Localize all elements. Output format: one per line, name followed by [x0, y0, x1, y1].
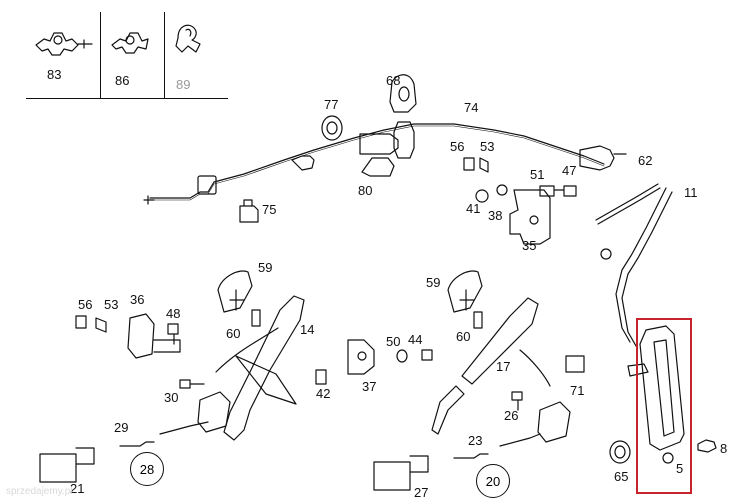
part-label-27: 27 — [414, 485, 429, 500]
inset-label-89: 89 — [176, 77, 191, 92]
part-label-59-right: 59 — [426, 275, 441, 290]
bracket-35-drawing — [509, 189, 551, 245]
washer-41-drawing — [475, 189, 489, 203]
bolt-51-drawing — [539, 185, 565, 197]
pedal-lever-14-drawing — [223, 295, 305, 441]
switch-28-drawing — [159, 391, 231, 435]
part-label-28: 28 — [139, 461, 155, 477]
rod-62-drawing — [595, 183, 661, 225]
inset-cell-83 — [26, 12, 101, 98]
part-label-80: 80 — [358, 183, 373, 198]
part-label-20: 20 — [485, 473, 501, 489]
bolt-47-drawing — [563, 185, 577, 197]
part-label-35: 35 — [522, 238, 537, 253]
part-label-68: 68 — [386, 73, 401, 88]
part-label-65: 65 — [614, 469, 629, 484]
clip-42-drawing — [315, 369, 327, 385]
part-label-48: 48 — [166, 306, 181, 321]
bushing-60-right-drawing — [473, 311, 483, 329]
pedal-arm-11-drawing — [600, 187, 673, 347]
part-label-36: 36 — [130, 292, 145, 307]
part-label-14: 14 — [300, 322, 315, 337]
clip-56-left-drawing — [75, 315, 87, 329]
part-label-56-left: 56 — [78, 297, 93, 312]
clip-8-drawing — [697, 439, 717, 453]
circled-part-20: 20 — [476, 464, 510, 498]
grommet-65-drawing — [609, 440, 631, 464]
part-label-51: 51 — [530, 167, 545, 182]
cable-74-drawing — [149, 121, 627, 201]
bolt-30-drawing — [179, 379, 205, 389]
nut-38-drawing — [496, 184, 508, 196]
clip-56-top-drawing — [463, 157, 475, 171]
switch-20-drawing — [499, 401, 571, 447]
part-label-38: 38 — [488, 208, 503, 223]
part-label-23: 23 — [468, 433, 483, 448]
bracket-68-drawing — [389, 74, 417, 113]
part-label-56-top: 56 — [450, 139, 465, 154]
part-label-44: 44 — [408, 332, 423, 347]
part-label-47: 47 — [562, 163, 577, 178]
part-label-59-left: 59 — [258, 260, 273, 275]
connector-21-drawing — [39, 447, 95, 483]
bracket-36-drawing — [127, 313, 181, 359]
part-label-11: 11 — [684, 185, 698, 200]
inset-cell-86 — [100, 12, 165, 98]
part-label-71: 71 — [570, 383, 585, 398]
pin-29-drawing — [119, 441, 155, 447]
part-label-17: 17 — [496, 359, 511, 374]
part-label-75: 75 — [262, 202, 277, 217]
clip-89-drawing — [175, 24, 201, 53]
inset-box — [26, 12, 228, 99]
inset-label-86: 86 — [115, 73, 130, 88]
part-label-53-top: 53 — [480, 139, 495, 154]
arc-line-drawing — [519, 349, 551, 387]
part-label-50: 50 — [386, 334, 401, 349]
clip-83-drawing — [35, 32, 93, 56]
pin-23-drawing — [453, 453, 489, 459]
pedal-5-drawing — [627, 325, 685, 464]
bracket-59-right-drawing — [447, 270, 483, 313]
part-label-62: 62 — [638, 153, 653, 168]
part-label-60-left: 60 — [226, 326, 241, 341]
part-label-41: 41 — [466, 201, 481, 216]
part-label-21: 21 — [70, 481, 85, 496]
bushing-60-left-drawing — [251, 309, 261, 327]
clip-80-drawing — [361, 157, 395, 177]
part-label-37: 37 — [362, 379, 377, 394]
part-label-8: 8 — [720, 441, 728, 456]
connector-27-drawing — [373, 455, 429, 491]
part-label-77: 77 — [324, 97, 339, 112]
part-label-30: 30 — [164, 390, 179, 405]
clip-53-top-drawing — [479, 157, 489, 173]
washer-50-drawing — [396, 349, 408, 363]
highlight-box-part-5 — [636, 318, 692, 494]
grommet-77-drawing — [321, 115, 343, 141]
sensor-37-drawing — [347, 339, 375, 375]
watermark: sprzedajemy.pl — [6, 486, 73, 497]
bolt-44-drawing — [421, 349, 433, 361]
part-label-74: 74 — [464, 100, 479, 115]
bolt-48-drawing — [167, 323, 179, 345]
arrow-line-drawing — [215, 327, 279, 373]
sensor-71-drawing — [565, 355, 585, 373]
clip-86-drawing — [111, 32, 149, 54]
part-label-42: 42 — [316, 386, 331, 401]
part-label-53-left: 53 — [104, 297, 119, 312]
circled-part-28: 28 — [130, 452, 164, 486]
pedal-lever-17-drawing — [431, 297, 539, 435]
clip-75-drawing — [239, 199, 259, 223]
rod-end-drawing — [143, 195, 155, 205]
inset-label-83: 83 — [47, 67, 62, 82]
bracket-59-left-drawing — [217, 270, 253, 313]
part-label-60-right: 60 — [456, 329, 471, 344]
clip-53-left-drawing — [95, 317, 107, 333]
part-label-5: 5 — [676, 461, 684, 476]
part-label-26: 26 — [504, 408, 519, 423]
part-label-29: 29 — [114, 420, 129, 435]
bolt-26-drawing — [511, 391, 523, 411]
